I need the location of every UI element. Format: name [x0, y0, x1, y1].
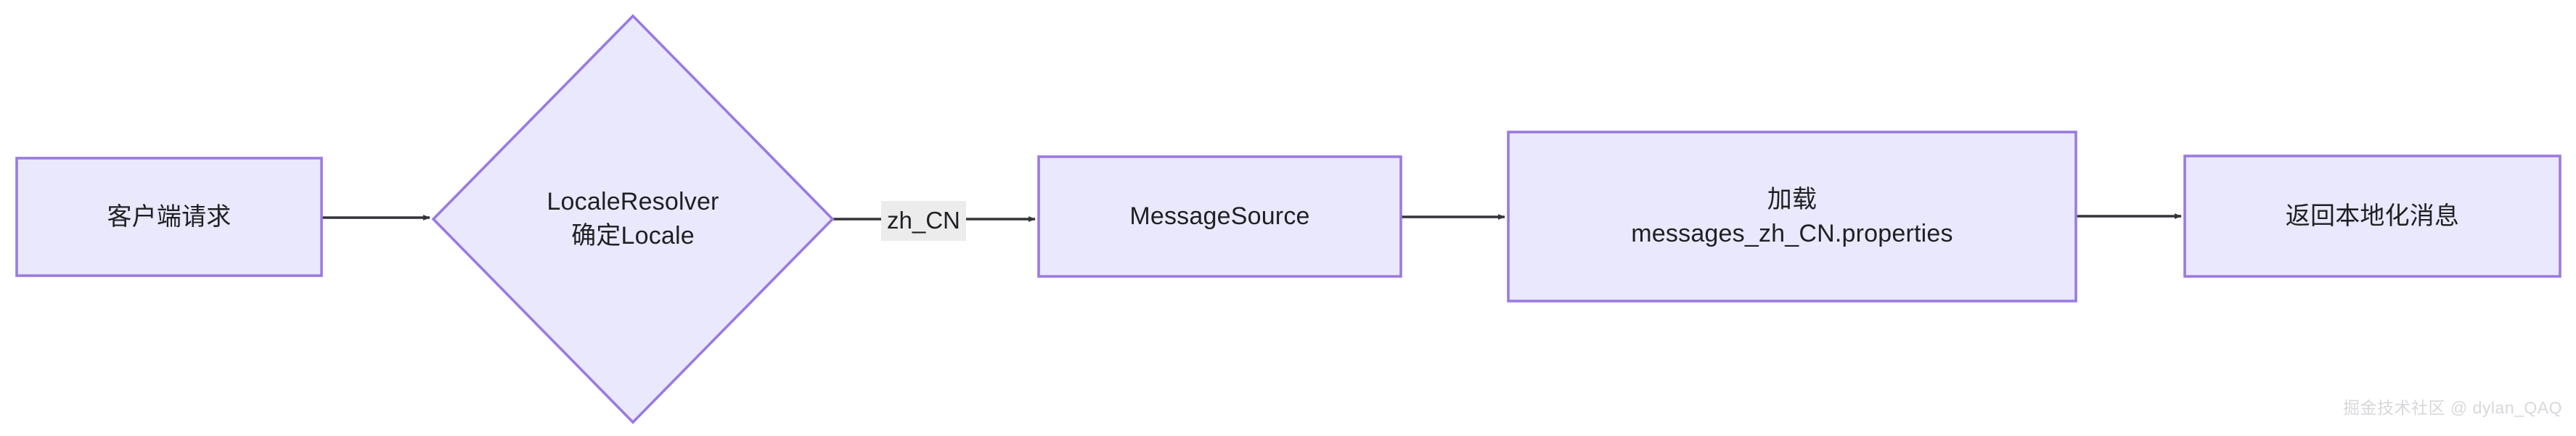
edges-layer	[322, 213, 2182, 222]
node-message-source[interactable]	[1037, 155, 1402, 278]
edge-label-locale-resolver-to-message-source: zh_CN	[881, 201, 966, 241]
nodes-layer	[15, 14, 2561, 424]
node-load-properties[interactable]	[1507, 131, 2077, 303]
node-locale-resolver[interactable]	[431, 14, 835, 424]
node-client-request[interactable]	[15, 157, 323, 277]
node-return-localized-message[interactable]	[2183, 155, 2561, 278]
watermark: 掘金技术社区 @ dylan_QAQ	[2343, 398, 2563, 417]
